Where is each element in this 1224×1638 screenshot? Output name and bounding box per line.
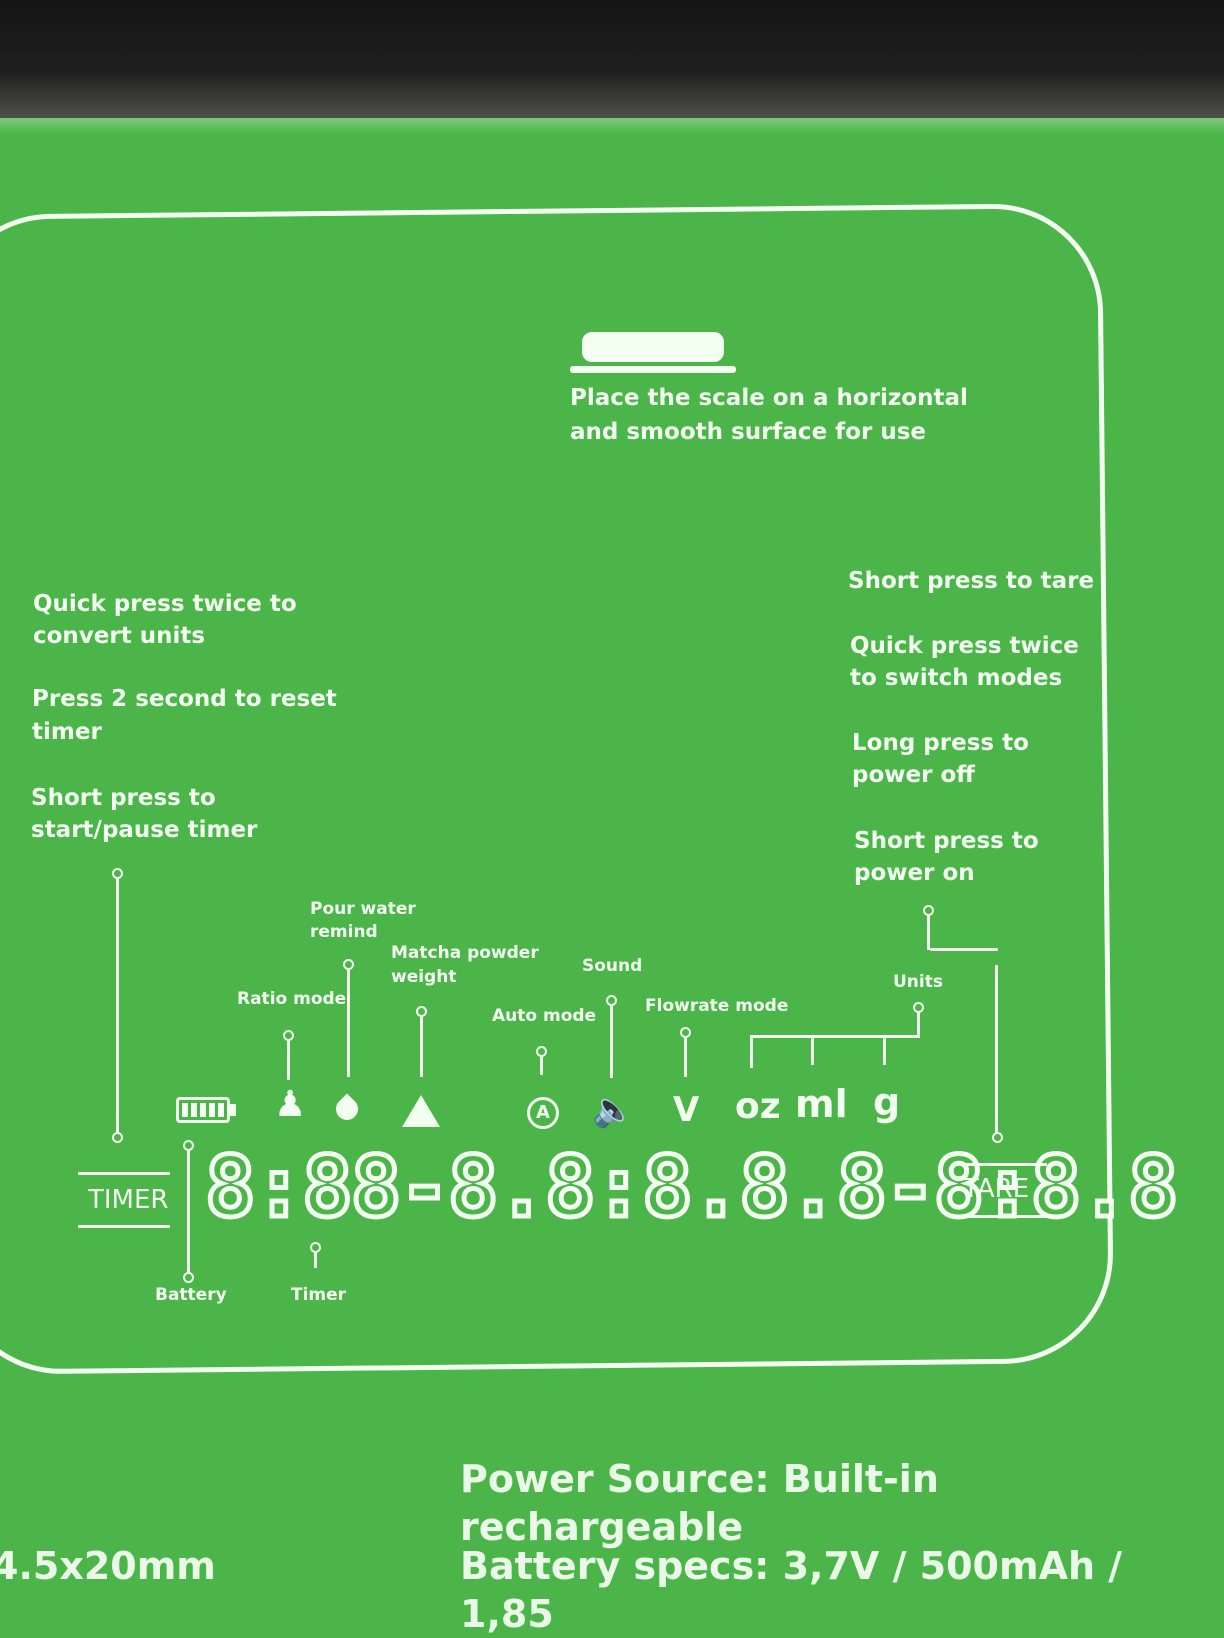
timer-button-bottom-rule xyxy=(78,1225,170,1228)
units-leader-g xyxy=(883,1035,886,1065)
placement-note-line2: and smooth surface for use xyxy=(570,419,926,445)
tare-instruction: Short press to tare xyxy=(848,568,1095,594)
battery-tip-icon xyxy=(230,1104,236,1116)
tare-button-top-rule xyxy=(955,1163,1047,1166)
timer-leader-end xyxy=(112,1132,123,1143)
dimensions-text: 4.5x20mm xyxy=(0,1544,216,1588)
ml-unit-symbol: ml xyxy=(795,1082,848,1126)
start-instruction-line2: start/pause timer xyxy=(31,817,258,843)
timer-indicator-label: Timer xyxy=(291,1285,347,1305)
reset-instruction-line1: Press 2 second to reset xyxy=(32,686,337,712)
person-icon: ♟ xyxy=(274,1084,307,1125)
tare-leader-vertical xyxy=(995,965,998,1135)
flowrate-v-symbol: V xyxy=(673,1090,700,1130)
units-leader-vertical xyxy=(917,1010,920,1035)
scale-surface-icon xyxy=(570,366,736,373)
placement-note-line1: Place the scale on a horizontal xyxy=(570,385,968,411)
triangle-icon xyxy=(402,1095,440,1127)
tare-leader-dot xyxy=(923,905,934,916)
units-label: Units xyxy=(893,972,943,992)
tare-leader-hook xyxy=(927,912,930,950)
scale-icon xyxy=(582,332,724,362)
battery-specs-text: Battery specs: 3,7V / 500mAh / 1,85 xyxy=(460,1544,1123,1636)
auto-leader xyxy=(540,1055,543,1075)
pour-water-label-line1: Pour water xyxy=(310,899,416,919)
timer-button[interactable]: TIMER xyxy=(88,1185,169,1215)
g-unit-symbol: g xyxy=(873,1080,901,1124)
matcha-dot xyxy=(416,1006,427,1017)
sound-dot xyxy=(606,995,617,1006)
units-dot xyxy=(913,1002,924,1013)
battery-leader xyxy=(187,1146,190,1274)
auto-dot xyxy=(536,1046,547,1057)
oz-unit-symbol: oz xyxy=(735,1086,781,1127)
speaker-icon: 🔈 xyxy=(592,1090,635,1130)
sound-label: Sound xyxy=(582,956,643,976)
battery-label: Battery xyxy=(155,1285,227,1305)
off-instruction-line2: power off xyxy=(852,762,975,788)
timer-leader-line xyxy=(116,876,119,1134)
matcha-label-line2: weight xyxy=(391,967,457,987)
matcha-leader xyxy=(420,1014,423,1077)
on-instruction-line1: Short press to xyxy=(854,828,1039,854)
battery-leader-bottom xyxy=(183,1272,194,1283)
timer-button-top-rule xyxy=(78,1172,170,1175)
tare-button-bottom-rule xyxy=(955,1215,1047,1218)
auto-mode-label: Auto mode xyxy=(492,1006,597,1026)
units-instruction-line1: Quick press twice to xyxy=(33,591,297,617)
units-instruction-line2: convert units xyxy=(33,623,206,649)
units-leader-horizontal xyxy=(750,1035,920,1038)
matcha-label-line1: Matcha powder xyxy=(391,943,539,963)
power-source-text: Power Source: Built-in rechargeable xyxy=(460,1457,939,1549)
timer-indicator-dot xyxy=(310,1242,321,1253)
sound-leader xyxy=(610,1003,613,1078)
flowrate-mode-label: Flowrate mode xyxy=(645,996,789,1016)
off-instruction-line1: Long press to xyxy=(852,730,1029,756)
reset-instruction-line2: timer xyxy=(32,719,102,745)
modes-instruction-line2: to switch modes xyxy=(850,665,1063,691)
tare-leader-top xyxy=(930,948,998,951)
ratio-dot xyxy=(283,1030,294,1041)
flowrate-leader xyxy=(684,1035,687,1077)
tare-button[interactable]: TARE xyxy=(963,1174,1030,1204)
timer-leader-dot xyxy=(112,868,123,879)
ratio-leader xyxy=(287,1038,290,1080)
start-instruction-line1: Short press to xyxy=(31,785,216,811)
modes-instruction-line1: Quick press twice xyxy=(850,633,1079,659)
battery-leader-top xyxy=(183,1140,194,1151)
box-edge xyxy=(0,118,1224,134)
ratio-mode-label: Ratio mode xyxy=(237,989,347,1009)
flowrate-dot xyxy=(680,1027,691,1038)
pour-water-dot xyxy=(343,959,354,970)
on-instruction-line2: power on xyxy=(854,860,975,886)
timer-indicator-leader xyxy=(314,1248,317,1268)
pour-water-leader xyxy=(347,967,350,1077)
pour-water-label-line2: remind xyxy=(310,922,378,942)
units-leader-oz xyxy=(750,1035,753,1068)
units-leader-ml xyxy=(811,1035,814,1065)
lcd-digit-display: 8:88-8.8:8.8.8-8:8.8 xyxy=(202,1138,1180,1236)
battery-icon xyxy=(176,1097,230,1123)
tare-leader-end xyxy=(992,1132,1003,1143)
auto-mode-icon: A xyxy=(527,1097,559,1129)
background-surface xyxy=(0,0,1224,130)
